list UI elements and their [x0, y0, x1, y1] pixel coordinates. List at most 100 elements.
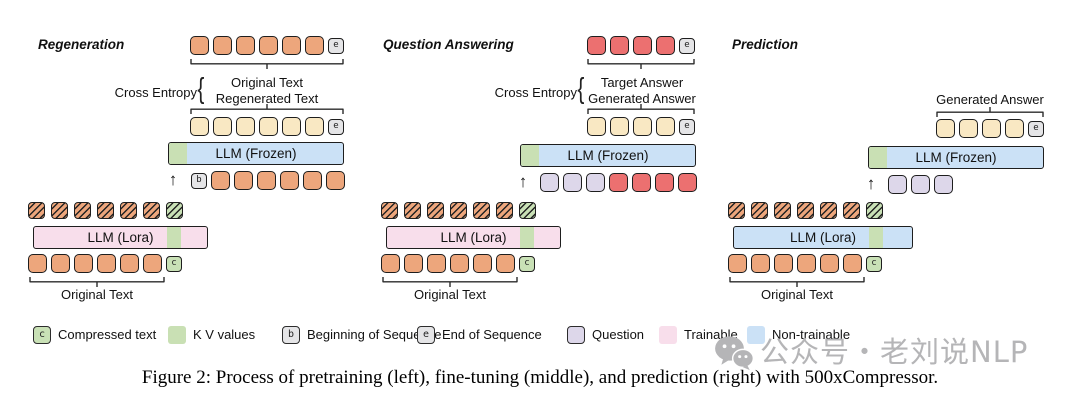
- kv-values-segment: [520, 227, 534, 248]
- orange-h-token: [404, 202, 421, 219]
- underbrace: [587, 58, 695, 70]
- figure-caption: Figure 2: Process of pretraining (left),…: [141, 367, 939, 388]
- source-token-row: c: [28, 254, 182, 273]
- hatched-kv-token-row: [381, 202, 536, 219]
- orange-h-token: [797, 202, 814, 219]
- up-arrow-icon: ↑: [518, 172, 528, 191]
- cream-token: [633, 117, 652, 136]
- curly-brace-icon: {: [577, 73, 585, 105]
- orange-token: [303, 171, 322, 190]
- llm-frozen-bar: LLM (Frozen): [868, 146, 1044, 169]
- cream-token: [982, 119, 1001, 138]
- up-arrow-icon: ↑: [168, 170, 178, 189]
- output-token-row: e: [587, 117, 695, 136]
- kv-values-segment: [869, 227, 883, 248]
- legend-item-kv-values: K V values: [168, 325, 255, 344]
- overbrace: [587, 103, 695, 115]
- legend-item-beginning-of-sequence: b Beginning of Sequence: [282, 325, 441, 344]
- orange-h-token: [28, 202, 45, 219]
- orange-h-token: [774, 202, 791, 219]
- hatched-kv-token-row: [28, 202, 183, 219]
- target-token-row: e: [587, 36, 695, 55]
- orange-h-token: [74, 202, 91, 219]
- kv-values-segment: [869, 147, 887, 168]
- legend-item-end-of-sequence: e End of Sequence: [417, 325, 542, 344]
- cream-token: [213, 117, 232, 136]
- lavender-token: [586, 173, 605, 192]
- underbrace: [382, 276, 518, 288]
- orange-token: [473, 254, 492, 273]
- llm-lora-label: LLM (Lora): [440, 230, 507, 245]
- c-token: c: [166, 255, 182, 272]
- watermark: 公众号・老刘说NLP: [714, 334, 1028, 372]
- orange-h-token: [473, 202, 490, 219]
- non-trainable-swatch: [747, 325, 765, 344]
- legend-label: Compressed text: [58, 327, 157, 342]
- orange-token: [234, 171, 253, 190]
- trainable-swatch: [659, 325, 677, 344]
- kv-values-segment: [521, 145, 539, 166]
- underbrace: [729, 276, 865, 288]
- orange-token: [751, 254, 770, 273]
- orange-token: [51, 254, 70, 273]
- green-h-token: [519, 202, 536, 219]
- orange-token: [381, 254, 400, 273]
- comparison-bottom-label: Generated Answer: [588, 90, 696, 106]
- orange-token: [190, 36, 209, 55]
- kv-values-swatch: [168, 325, 186, 344]
- legend-label: Question: [592, 327, 645, 342]
- comparison-labels: Original Text Regenerated Text: [207, 75, 327, 106]
- legend-label: Non-trainable: [772, 327, 851, 342]
- compressed-text-swatch: c: [33, 325, 51, 344]
- orange-token: [97, 254, 116, 273]
- lavender-token: [540, 173, 559, 192]
- swatch-letter: c: [38, 328, 46, 340]
- comparison-bottom-label: Regenerated Text: [215, 90, 319, 106]
- legend-item-compressed-text: c Compressed text: [33, 325, 156, 344]
- orange-token: [843, 254, 862, 273]
- orange-token: [728, 254, 747, 273]
- swatch-letter: b: [287, 328, 295, 340]
- llm-frozen-label: LLM (Frozen): [915, 150, 997, 165]
- orange-token: [236, 36, 255, 55]
- loss-label: Cross Entropy: [494, 85, 577, 100]
- e-token: e: [1028, 120, 1044, 137]
- cream-token: [236, 117, 255, 136]
- legend-label: Beginning of Sequence: [307, 327, 442, 342]
- red-token: [609, 173, 628, 192]
- swatch-letter: e: [422, 328, 430, 340]
- cream-token: [305, 117, 324, 136]
- source-token-row: c: [381, 254, 535, 273]
- end-of-sequence-swatch: e: [417, 325, 435, 344]
- comparison-labels: Target Answer Generated Answer: [582, 75, 702, 106]
- orange-h-token: [427, 202, 444, 219]
- orange-token: [143, 254, 162, 273]
- comparison-top-label: Original Text: [230, 75, 303, 90]
- c-token: c: [519, 255, 535, 272]
- llm-frozen-label: LLM (Frozen): [567, 148, 649, 163]
- lavender-token: [934, 175, 953, 194]
- llm-frozen-label: LLM (Frozen): [215, 146, 297, 161]
- red-token: [587, 36, 606, 55]
- cream-token: [1005, 119, 1024, 138]
- wechat-icon: [715, 336, 754, 370]
- orange-token: [305, 36, 324, 55]
- panel-title: Prediction: [732, 37, 799, 52]
- kv-values-segment: [169, 143, 187, 164]
- orange-h-token: [450, 202, 467, 219]
- orange-token: [282, 36, 301, 55]
- legend-item-question: Question: [567, 325, 644, 344]
- hatched-kv-token-row: [728, 202, 883, 219]
- cream-token: [656, 117, 675, 136]
- orange-token: [211, 171, 230, 190]
- legend-label: End of Sequence: [442, 327, 542, 342]
- orange-h-token: [143, 202, 160, 219]
- cream-token: [610, 117, 629, 136]
- cream-token: [190, 117, 209, 136]
- llm-lora-label: LLM (Lora): [87, 230, 154, 245]
- c-token: c: [866, 255, 882, 272]
- up-arrow-icon: ↑: [866, 174, 876, 193]
